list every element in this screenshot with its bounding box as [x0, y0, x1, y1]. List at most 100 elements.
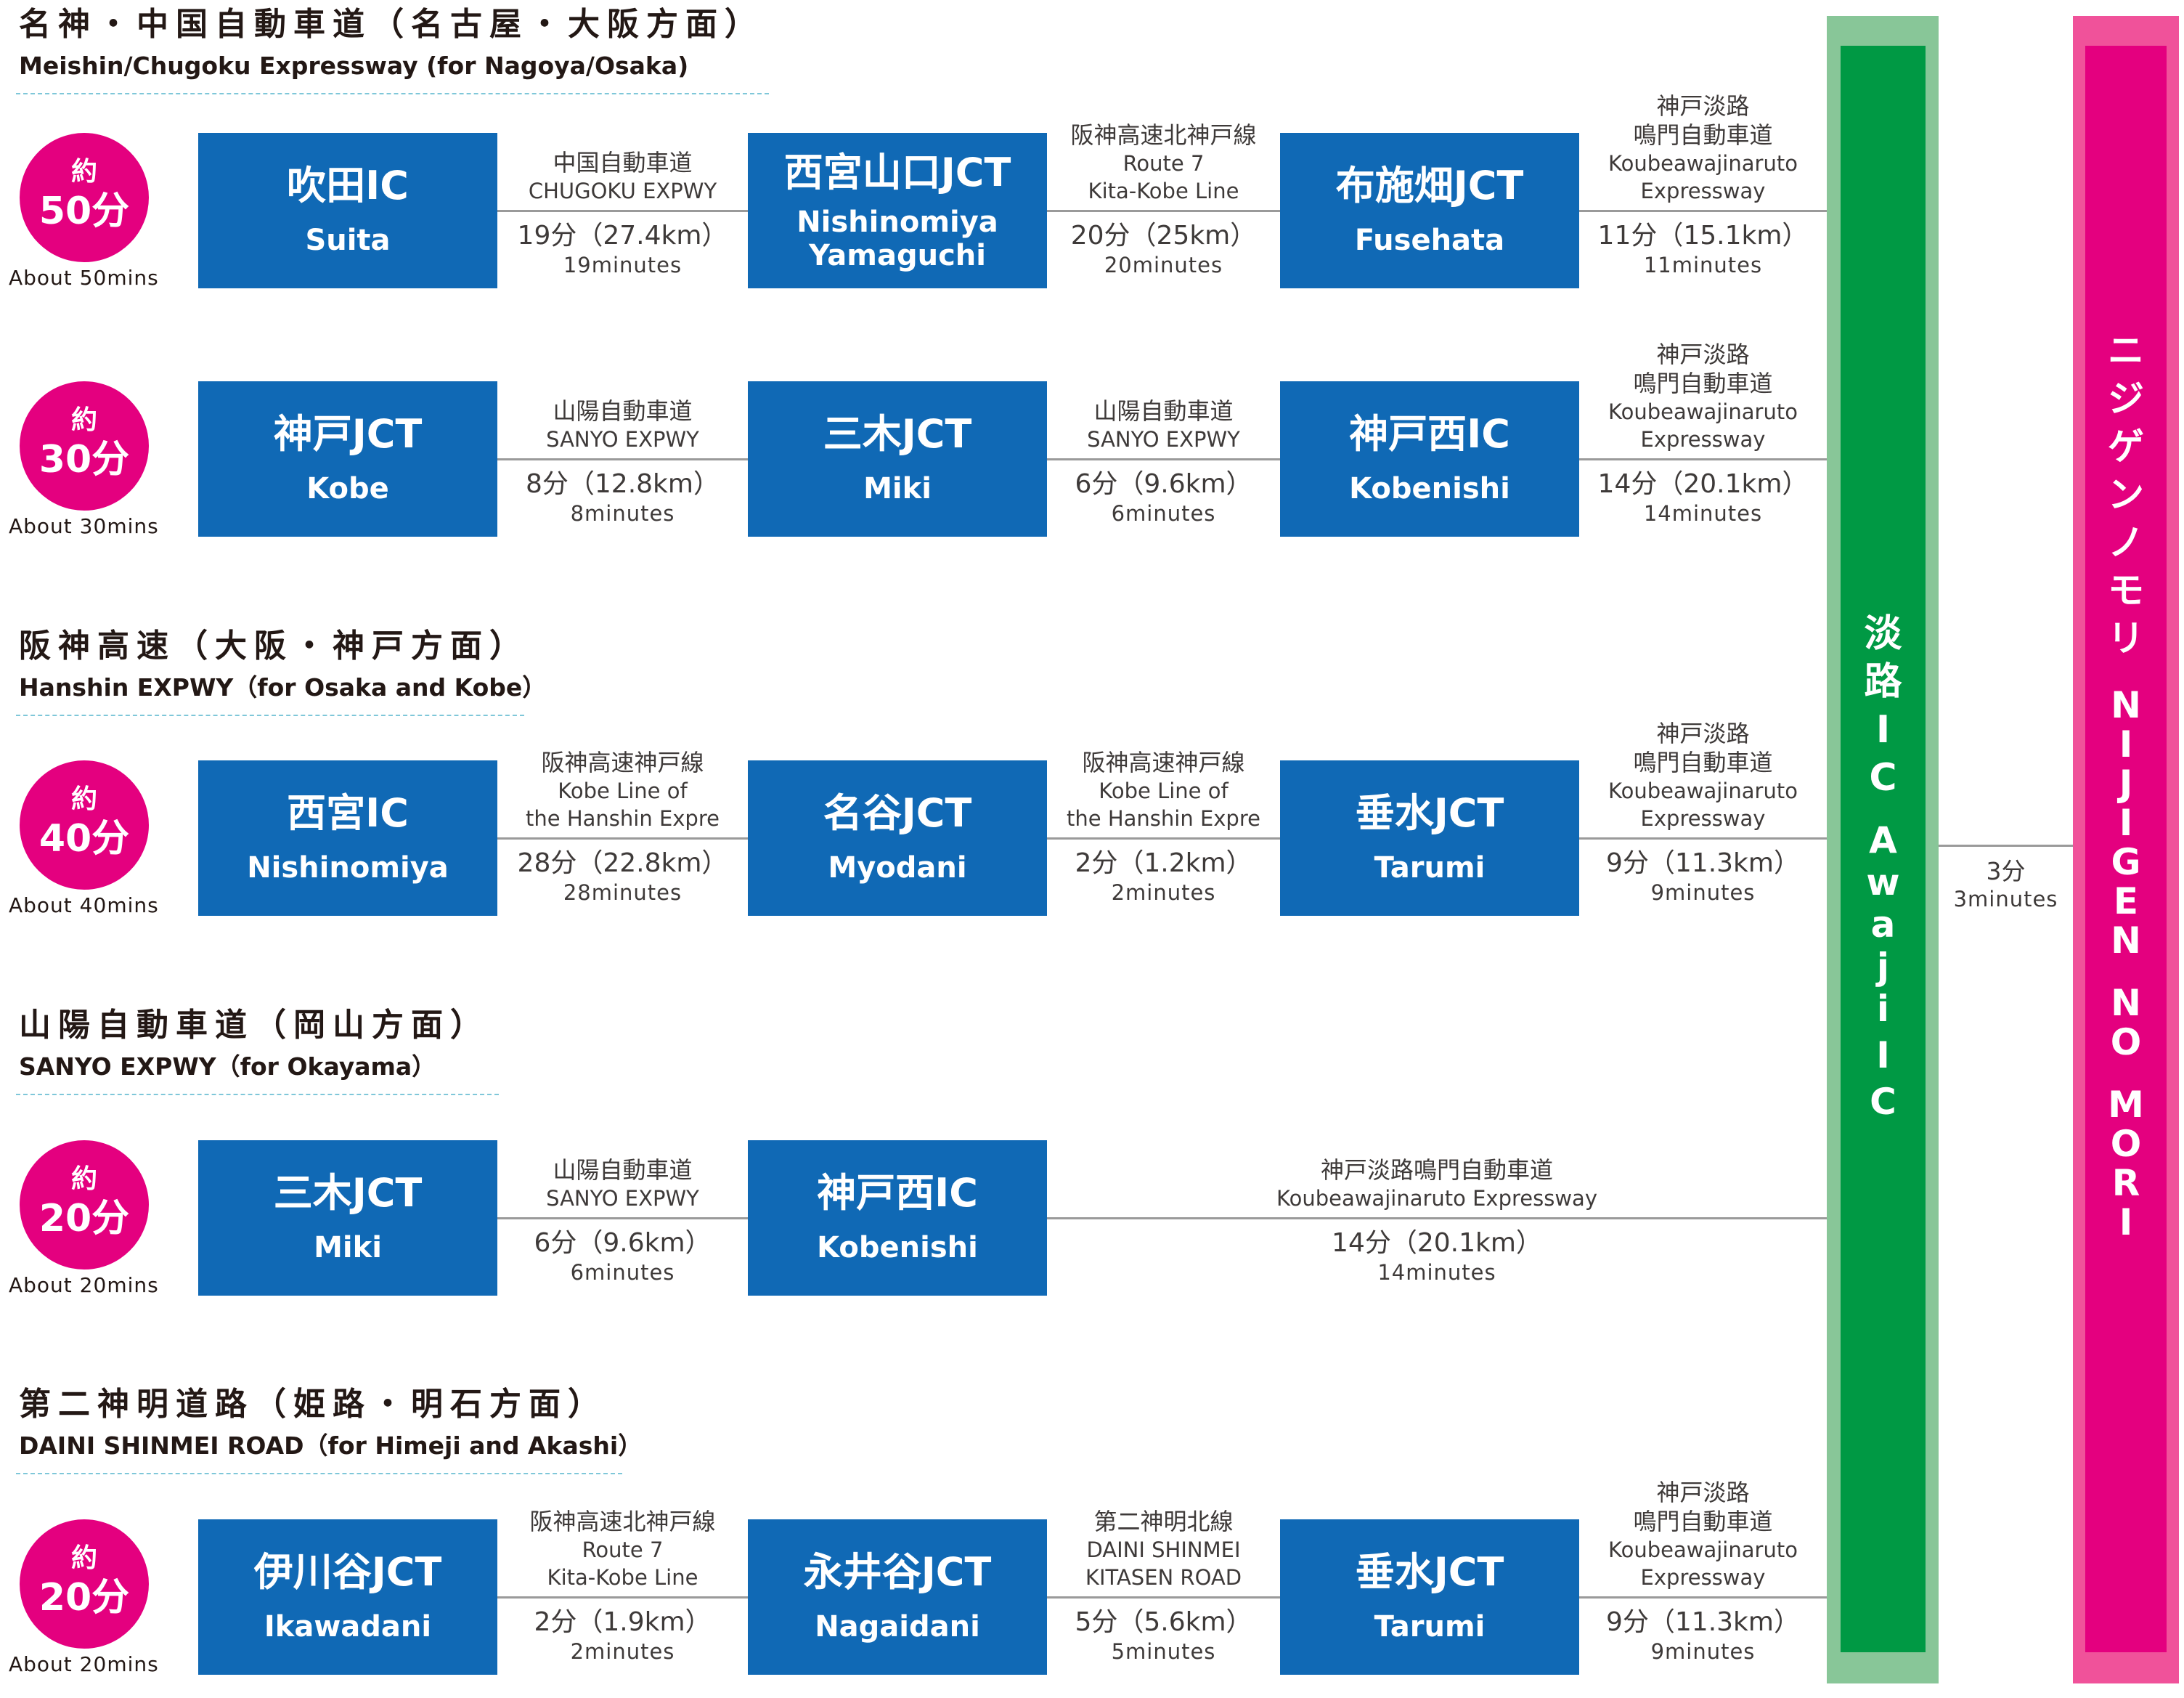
section-divider	[16, 1473, 622, 1474]
awaji-to-nijigen-time: 3分 3minutes	[1939, 857, 2073, 912]
segment-time: 6分（9.6km）6minutes	[497, 1227, 748, 1285]
interchange-name-jp: 西宮山口JCT	[783, 150, 1011, 195]
awaji-ic-bar	[1841, 46, 1926, 1652]
nijigen-char: モ	[2108, 569, 2144, 612]
text-line: 神戸淡路	[1656, 92, 1750, 120]
text-line: Yamaguchi	[809, 239, 986, 272]
interchange-name-en: Kobenishi	[817, 1231, 978, 1264]
text-line: 山陽自動車道	[1093, 397, 1234, 425]
segment-time-en: 14minutes	[1643, 501, 1763, 526]
section-title: 第二神明道路（姫路・明石方面）	[19, 1386, 607, 1423]
text-line: Route 7	[1122, 151, 1205, 176]
nijigen-char: N	[2111, 684, 2141, 726]
road-name-jp: 阪神高速北神戸線	[497, 1507, 748, 1536]
road-line	[497, 210, 748, 212]
road-name-jp: 阪神高速神戸線	[497, 748, 748, 777]
travel-time-prefix: 約	[70, 1164, 97, 1194]
interchange-name-en: Myodani	[828, 851, 967, 885]
interchange-name-en: Ikawadani	[264, 1610, 432, 1644]
nijigen-char: J	[2119, 763, 2133, 805]
text-line: SANYO EXPWY	[546, 427, 699, 452]
interchange-name-en: Suita	[305, 224, 391, 257]
travel-time-prefix: 約	[70, 784, 97, 814]
nijigen-char: I	[2119, 723, 2133, 765]
road-line	[1579, 458, 1827, 460]
text-line: 阪神高速神戸線	[541, 749, 704, 776]
interchange-name-jp: 伊川谷JCT	[253, 1549, 442, 1595]
text-line: Expressway	[1640, 806, 1766, 831]
section-subtitle: Hanshin EXPWY（for Osaka and Kobe）	[19, 673, 547, 702]
interchange-name-jp: 三木JCT	[823, 411, 972, 457]
nijigen-char: I	[2119, 1201, 2133, 1243]
segment-time: 6分（9.6km）6minutes	[1047, 468, 1280, 526]
interchange-box: 名谷JCT Myodani	[748, 760, 1047, 916]
road-name-jp: 阪神高速神戸線	[1047, 748, 1280, 777]
text-line: 山陽自動車道	[553, 397, 693, 425]
nijigen-char: O	[2110, 1021, 2142, 1063]
segment-time: 8分（12.8km）8minutes	[497, 468, 748, 526]
text-line: Kobe Line of	[1099, 779, 1228, 803]
text-line: 阪神高速北神戸線	[1070, 121, 1257, 149]
travel-time-prefix: 約	[70, 405, 97, 435]
awaji-to-nijigen-line	[1939, 845, 2073, 847]
segment-time: 20分（25km）20minutes	[1047, 219, 1280, 277]
awaji-ic-char: C	[1869, 756, 1897, 800]
segment-time: 2分（1.9km）2minutes	[497, 1606, 748, 1664]
text-line: 阪神高速北神戸線	[529, 1508, 716, 1535]
segment-time-en: 2minutes	[1111, 880, 1216, 905]
section-title: 名神・中国自動車道（名古屋・大阪方面）	[19, 6, 764, 43]
road-line	[497, 837, 748, 840]
awaji-gap	[1841, 802, 1926, 819]
travel-time-minutes: 20分	[38, 1576, 130, 1620]
text-line: Kita-Kobe Line	[547, 1565, 698, 1590]
awaji-ic-char: I	[1875, 708, 1891, 752]
nijigen-char: R	[2111, 1162, 2140, 1204]
travel-time-prefix: 約	[70, 157, 97, 187]
text-line: 神戸淡路	[1656, 341, 1750, 368]
interchange-name-en: Nagaidani	[815, 1610, 980, 1644]
section-subtitle: Meishin/Chugoku Expressway (for Nagoya/O…	[19, 52, 689, 80]
text-line: 山陽自動車道	[553, 1156, 693, 1184]
road-name-jp: 山陽自動車道	[1047, 397, 1280, 426]
segment-time: 14分（20.1km）14minutes	[1047, 1227, 1827, 1285]
interchange-name-jp: 名谷JCT	[823, 790, 972, 836]
segment-time-en: 11minutes	[1643, 253, 1763, 277]
road-name-jp: 山陽自動車道	[497, 397, 748, 426]
road-line	[1047, 837, 1280, 840]
road-name-jp: 中国自動車道	[497, 148, 748, 177]
travel-time-english: About 40mins	[9, 893, 159, 917]
nijigen-char: N	[2111, 919, 2141, 962]
segment-time: 2分（1.2km）2minutes	[1047, 847, 1280, 905]
road-line	[497, 1217, 748, 1219]
road-line	[1579, 837, 1827, 840]
text-line: Expressway	[1640, 1565, 1766, 1590]
text-line: CHUGOKU EXPWY	[528, 179, 717, 203]
text-line: 鳴門自動車道	[1633, 370, 1773, 397]
segment-time: 9分（11.3km）9minutes	[1579, 1606, 1827, 1664]
interchange-box: 伊川谷JCT Ikawadani	[198, 1519, 497, 1675]
travel-time-minutes: 30分	[38, 438, 130, 482]
nijigen-char: ジ	[2108, 378, 2144, 420]
awaji-ic-char: 淡	[1864, 612, 1902, 656]
nijigen-char: ニ	[2108, 330, 2144, 372]
segment-time-en: 14minutes	[1377, 1260, 1496, 1285]
road-name-jp: 神戸淡路鳴門自動車道	[1579, 719, 1827, 777]
